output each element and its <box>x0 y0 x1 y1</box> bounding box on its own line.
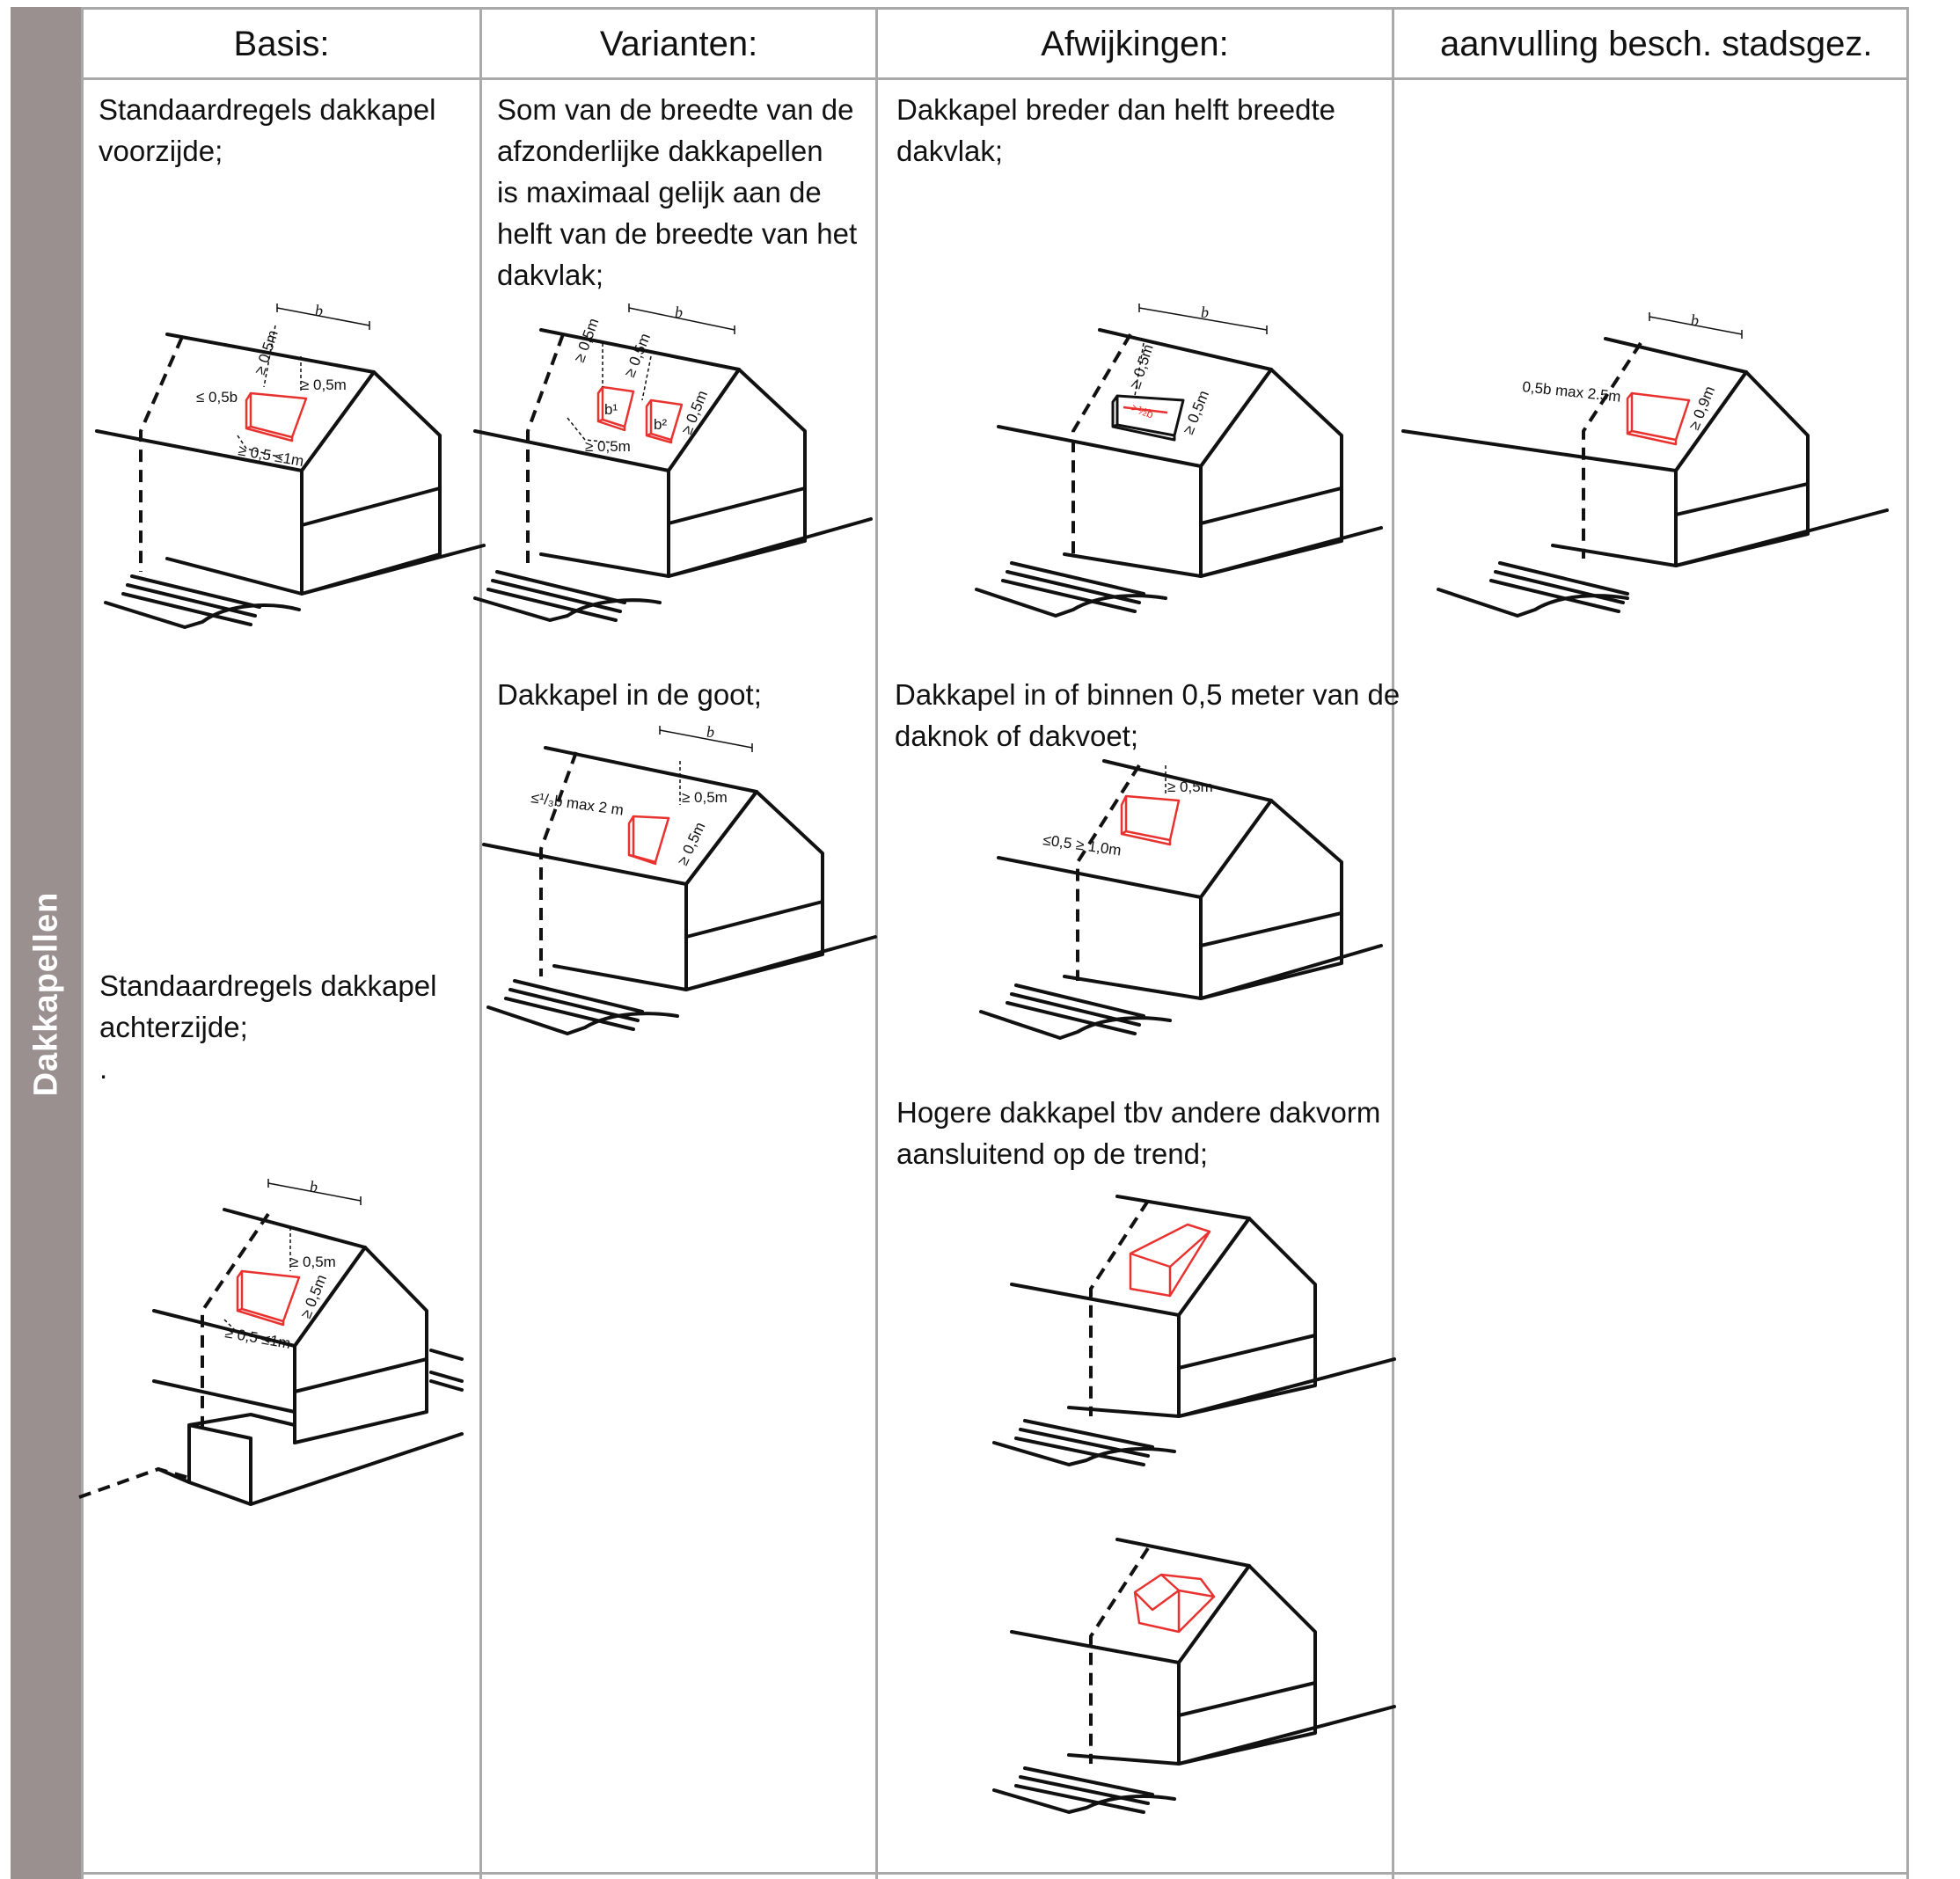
house-drawing-afwijkingen-hoger-2 <box>992 1538 1396 1814</box>
dimension-lines <box>659 726 753 805</box>
header-varianten: Varianten: <box>599 24 758 63</box>
dim-ge05m-c: ≥ 0,5m <box>678 388 711 436</box>
dimension-lines <box>567 303 735 443</box>
dim-ge05m-d: ≥ 0,5m <box>585 438 631 455</box>
dimension-lines <box>1134 303 1268 397</box>
dim-ge05m-b: ≥ 0,5m <box>297 1272 330 1320</box>
header-afwijkingen: Afwijkingen: <box>1041 24 1229 63</box>
house-drawing-basis-achterzijde: b ≥ 0,5m ≥ 0,5m ≥ 0,5 ≤1m <box>78 1178 464 1506</box>
dim-ge05m-b: ≥ 0,5m <box>301 377 347 393</box>
text-basis-voorzijde: Standaardregels dakkapel voorzijde; <box>99 93 436 167</box>
dim-ge05m-b: ≥ 0,5m <box>621 331 654 379</box>
side-bar <box>11 7 83 1879</box>
dim-ge05le1m: ≥ 0,5 ≤1m <box>223 1324 292 1352</box>
side-label: Dakkapellen <box>27 891 65 1097</box>
grid-vline-1 <box>81 7 84 1879</box>
house-drawing-varianten-goot: b ≥ 0,5m ≥ 0,5m ≤¹/₃b max 2 m <box>482 723 877 1035</box>
house-outline <box>95 333 486 629</box>
dim-b1: b¹ <box>604 401 618 418</box>
dim-ge05m-b: ≥ 0,5m <box>1180 388 1212 436</box>
grid-vline-5 <box>1906 7 1909 1879</box>
house-drawing-afwijkingen-daknok: ≥ 0,5m ≤0,5 ≥ 1,0m <box>979 759 1383 1040</box>
text-afwijkingen-daknok: Dakkapel in of binnen 0,5 meter van de d… <box>895 678 1401 752</box>
dim-b2: b² <box>654 416 667 433</box>
dim-ge05m: ≥ 0,5m <box>1167 779 1213 795</box>
dim-ge09m: ≥ 0,9m <box>1686 384 1718 432</box>
house-drawing-afwijkingen-breder: b ≥ 0,5m ≥ 0,5m >½b <box>975 303 1383 618</box>
grid-hline-bottom <box>81 1872 1909 1875</box>
text-varianten-goot: Dakkapel in de goot; <box>497 678 762 711</box>
dim-b: b <box>1691 311 1699 329</box>
dormer <box>627 815 670 866</box>
dormer <box>1111 394 1185 442</box>
dormer-1 <box>596 385 635 432</box>
house-outline <box>473 328 873 622</box>
header-aanvulling: aanvulling besch. stadsgez. <box>1440 24 1873 63</box>
dim-b: b <box>706 723 714 741</box>
grid-hline-top <box>81 7 1909 10</box>
dormer <box>1129 1223 1211 1298</box>
dim-le13b-max2m: ≤¹/₃b max 2 m <box>530 789 625 819</box>
dimension-lines <box>223 1179 362 1342</box>
dim-ge05m-a: ≥ 0,5m <box>1127 342 1157 391</box>
grid-vline-4 <box>1392 7 1394 1879</box>
house-outline <box>992 1538 1396 1814</box>
grid-hline-header <box>81 77 1909 80</box>
dormer <box>236 1269 301 1327</box>
grid-vline-3 <box>875 7 878 1879</box>
house-drawing-aanvulling: b 0,5b max 2.5m ≥ 0,9m <box>1401 311 1889 618</box>
house-outline <box>482 746 877 1035</box>
dormer <box>245 391 308 442</box>
grid-vline-2 <box>479 7 482 1879</box>
dormer-2 <box>645 398 684 444</box>
house-outline <box>992 1195 1396 1466</box>
house-outline <box>78 1208 464 1506</box>
dim-le05b: ≤ 0,5b <box>196 389 238 406</box>
house-outline <box>975 328 1383 618</box>
dim-b: b <box>315 302 323 319</box>
dim-max25: 0,5b max 2.5m <box>1522 378 1622 406</box>
dormer <box>1120 794 1181 846</box>
dormer <box>1133 1573 1216 1634</box>
house-drawing-basis-voorzijde: b ≥ 0,5m ≥ 0,5m ≤ 0,5b ≥ 0,5 ≤1m <box>95 302 486 629</box>
dimension-lines <box>1649 312 1743 339</box>
dim-b: b <box>310 1178 318 1195</box>
text-afwijkingen-breder: Dakkapel breder dan helft breedte dakvla… <box>896 93 1335 167</box>
dim-ge05m-a: ≥ 0,5m <box>290 1254 336 1270</box>
dim-ge05m-a: ≥ 0,5m <box>682 789 728 806</box>
dim-ge05m-a: ≥ 0,5m <box>252 328 282 377</box>
dimension-lines <box>237 303 370 458</box>
dim-b: b <box>1201 303 1209 321</box>
dim-gt12b: >½b <box>1130 401 1155 421</box>
house-outline <box>979 759 1383 1040</box>
header-basis: Basis: <box>233 24 330 63</box>
house-outline <box>1401 337 1889 618</box>
house-drawing-varianten-breedte: b ≥ 0,5m ≥ 0,5m ≥ 0,5m ≥ 0,5m b¹ b² <box>473 303 873 622</box>
text-varianten-breedte: Som van de breedte van de afzonderlijke … <box>497 93 858 291</box>
house-drawing-afwijkingen-hoger-1 <box>992 1195 1396 1466</box>
text-basis-achterzijde: Standaardregels dakkapel achterzijde; . <box>99 969 437 1085</box>
text-afwijkingen-hoger: Hogere dakkapel tbv andere dakvorm aansl… <box>896 1096 1381 1170</box>
dormer <box>1626 391 1691 446</box>
dim-b: b <box>675 303 683 321</box>
